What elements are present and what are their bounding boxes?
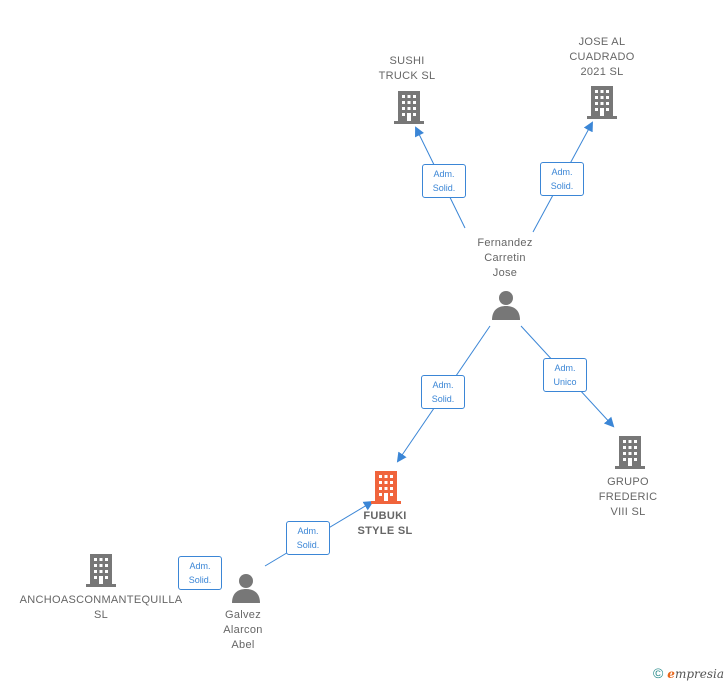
badge-line: Unico — [553, 377, 577, 387]
badge-line: Solid. — [432, 183, 456, 193]
badge-line: Solid. — [550, 181, 574, 191]
badge-line: Adm. — [433, 169, 455, 179]
label-line: SL — [93, 609, 109, 621]
label-line: Galvez — [224, 609, 262, 621]
building-icon[interactable] — [86, 553, 116, 587]
brand-footer[interactable]: ©empresia — [653, 665, 724, 681]
edge-badge-galvez-fubuki[interactable]: Adm. Solid. — [286, 521, 330, 555]
badge-line: Adm. — [432, 380, 454, 390]
building-icon[interactable] — [587, 85, 617, 119]
badge-line: Adm. — [554, 363, 576, 373]
label-line: FREDERIC — [598, 491, 658, 503]
label-line: Jose — [492, 267, 518, 279]
edge-badge-galvez-ancho[interactable]: Adm. Solid. — [178, 556, 222, 590]
edge-badge-fernandez-sushi[interactable]: Adm. Solid. — [422, 164, 466, 198]
node-fubuki-label[interactable]: FUBUKI STYLE SL — [338, 509, 432, 539]
node-jose-al-cuadrado-label[interactable]: JOSE AL CUADRADO 2021 SL — [555, 35, 649, 80]
label-line: Abel — [231, 639, 255, 651]
focus-building-icon[interactable] — [371, 470, 401, 504]
label-line: Fernandez — [477, 237, 533, 249]
label-line: FUBUKI — [363, 510, 407, 522]
label-line: TRUCK SL — [378, 70, 436, 82]
label-line: ANCHOASCONMANTEQUILLA — [19, 594, 183, 606]
brand-logo-text: mpresia — [674, 667, 724, 681]
edge-badge-fernandez-jose[interactable]: Adm. Solid. — [540, 162, 584, 196]
badge-line: Adm. — [297, 526, 319, 536]
building-icon[interactable] — [394, 90, 424, 124]
node-sushi-truck-label[interactable]: SUSHI TRUCK SL — [360, 54, 454, 84]
label-line: JOSE AL — [578, 36, 626, 48]
label-line: Alarcon — [223, 624, 263, 636]
brand-logo: empresia — [667, 667, 724, 681]
badge-line: Solid. — [431, 394, 455, 404]
person-icon[interactable] — [231, 573, 261, 603]
badge-line: Adm. — [551, 167, 573, 177]
node-grupo-frederic-label[interactable]: GRUPO FREDERIC VIII SL — [581, 475, 675, 520]
label-line: 2021 SL — [580, 66, 624, 78]
copyright-icon: © — [652, 665, 664, 681]
badge-line: Solid. — [296, 540, 320, 550]
edge-badge-fernandez-grupo[interactable]: Adm. Unico — [543, 358, 587, 392]
label-line: SUSHI — [389, 55, 425, 67]
node-fernandez-label[interactable]: Fernandez Carretin Jose — [458, 236, 552, 281]
node-galvez-label[interactable]: Galvez Alarcon Abel — [196, 608, 290, 653]
edge-badge-fernandez-fubuki[interactable]: Adm. Solid. — [421, 375, 465, 409]
badge-line: Solid. — [188, 575, 212, 585]
brand-logo-e: e — [667, 667, 675, 681]
badge-line: Adm. — [189, 561, 211, 571]
node-anchoas-label[interactable]: ANCHOASCONMANTEQUILLA SL — [6, 593, 196, 623]
building-icon[interactable] — [615, 435, 645, 469]
label-line: STYLE SL — [357, 525, 413, 537]
label-line: Carretin — [484, 252, 526, 264]
person-icon[interactable] — [491, 290, 521, 320]
label-line: CUADRADO — [569, 51, 635, 63]
label-line: VIII SL — [610, 506, 646, 518]
label-line: GRUPO — [607, 476, 649, 488]
